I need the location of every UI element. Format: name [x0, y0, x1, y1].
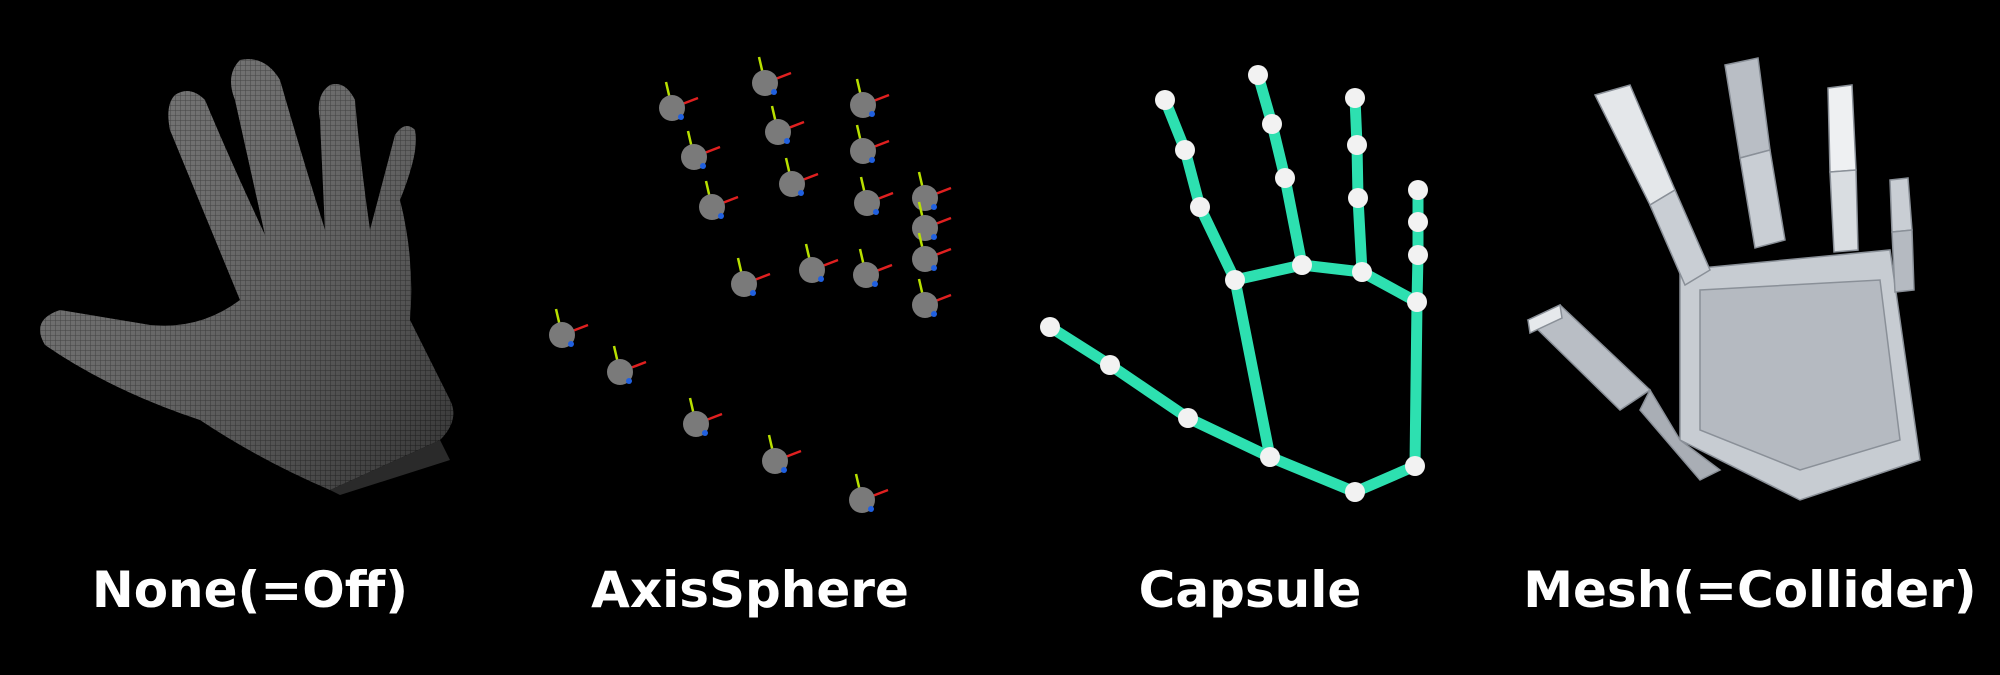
- capsule-joint: [1155, 90, 1175, 110]
- capsule-bone: [1264, 451, 1361, 498]
- capsule-joint: [1225, 270, 1245, 290]
- axis-sphere-joint: [683, 397, 723, 437]
- box-collider-illustration: [1526, 57, 1921, 501]
- panel-capsule: Capsule: [1000, 0, 1500, 675]
- capsule-joint: [1190, 197, 1210, 217]
- capsule-bone: [1194, 201, 1241, 286]
- capsule-joint: [1275, 168, 1295, 188]
- capsule-bone: [1296, 259, 1368, 278]
- capsule-joint: [1175, 140, 1195, 160]
- capsule-joint: [1407, 292, 1427, 312]
- capsule-joint: [1345, 482, 1365, 502]
- caption-capsule: Capsule: [1138, 561, 1362, 619]
- capsule-joint: [1292, 255, 1312, 275]
- capsule-joint: [1040, 317, 1060, 337]
- capsule-bone: [1044, 321, 1116, 371]
- capsule-joint: [1408, 180, 1428, 200]
- capsule-bone: [1104, 359, 1194, 424]
- axis-sphere-joint: [607, 345, 647, 385]
- axis-sphere-joint: [850, 124, 890, 164]
- capsule-bone: [1356, 266, 1423, 308]
- axis-sphere-joint: [659, 81, 699, 121]
- panel-axis-sphere: AxisSphere: [500, 0, 1000, 675]
- panel-none: None(=Off): [0, 0, 500, 675]
- axis-sphere-joint: [699, 180, 739, 220]
- capsule-joint: [1408, 245, 1428, 265]
- axis-sphere-illustration: [549, 56, 952, 513]
- axis-sphere-joint: [549, 308, 589, 348]
- capsule-joint: [1100, 355, 1120, 375]
- axis-sphere-joint: [912, 171, 952, 211]
- capsule-skeleton-illustration: [1040, 65, 1428, 502]
- capsule-joint: [1178, 408, 1198, 428]
- capsule-bone: [1182, 412, 1276, 463]
- axis-sphere-joint: [731, 257, 771, 297]
- axis-sphere-joint: [799, 243, 839, 283]
- hand-wireframe-illustration: [40, 59, 454, 495]
- capsule-bone: [1409, 296, 1423, 472]
- axis-sphere-joint: [849, 473, 889, 513]
- capsule-joint: [1348, 188, 1368, 208]
- caption-none: None(=Off): [91, 561, 409, 619]
- axis-sphere-joint: [912, 278, 952, 318]
- axis-sphere-joint: [752, 56, 792, 96]
- capsule-bone: [1229, 274, 1276, 463]
- capsule-joint: [1260, 447, 1280, 467]
- capsule-joint: [1345, 88, 1365, 108]
- axis-sphere-joint: [854, 176, 894, 216]
- capsule-joint: [1347, 135, 1367, 155]
- capsule-joint: [1405, 456, 1425, 476]
- axis-sphere-joint: [681, 130, 721, 170]
- capsule-bone: [1352, 192, 1368, 278]
- axis-sphere-joint: [912, 232, 952, 272]
- axis-sphere-joint: [765, 105, 805, 145]
- caption-mesh-collider: Mesh(=Collider): [1523, 561, 1977, 619]
- caption-axis-sphere: AxisSphere: [591, 561, 909, 619]
- axis-sphere-joint: [850, 78, 890, 118]
- capsule-bone: [1229, 259, 1308, 286]
- axis-sphere-joint: [779, 157, 819, 197]
- wireframe-hand: [40, 59, 454, 495]
- capsule-bone: [1279, 172, 1308, 271]
- collider-hand: [1526, 57, 1921, 501]
- axis-sphere-joint: [853, 248, 893, 288]
- capsule-joint: [1408, 212, 1428, 232]
- capsule-joint: [1352, 262, 1372, 282]
- capsule-joint: [1248, 65, 1268, 85]
- axis-sphere-joint: [762, 434, 802, 474]
- panel-mesh-collider: Mesh(=Collider): [1500, 0, 2000, 675]
- capsule-joint: [1262, 114, 1282, 134]
- capsule-bone: [1349, 460, 1421, 498]
